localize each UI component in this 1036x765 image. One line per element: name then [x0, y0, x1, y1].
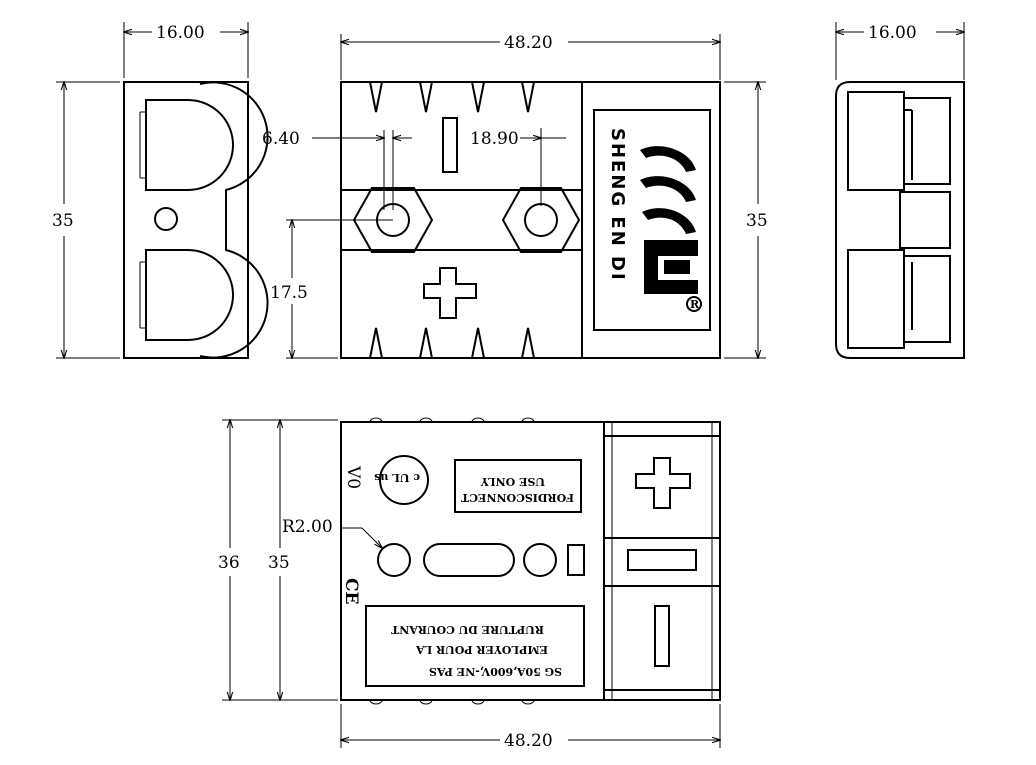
flame-rating-mark: V0	[343, 465, 363, 489]
dim-hex-spacing: 18.90	[470, 129, 519, 149]
dim-top-width: 48.20	[504, 33, 553, 53]
dim-hex-height: 17.5	[270, 283, 308, 303]
dim-bottom-width: 48.20	[504, 731, 553, 751]
rating-note-line-3: RUPTURE DU COURANT	[390, 623, 544, 636]
dimension-lines: 16.00 48.20 16.00 35 35 6.40	[52, 22, 964, 751]
rating-note-line-1: SG 50A,600V,-NE PAS	[429, 665, 562, 678]
dim-left-height: 35	[52, 211, 74, 231]
ul-cert-mark: c UL us	[374, 471, 420, 484]
dim-hex-offset: 6.40	[262, 129, 300, 149]
dim-bottom-outer-height: 36	[218, 553, 240, 573]
front-view: SHENG EN DI R	[340, 81, 721, 359]
dim-radius: R2.00	[282, 517, 333, 537]
dim-right-width: 16.00	[868, 23, 917, 43]
ce-mark: CE	[341, 578, 361, 605]
rating-note-line-2: EMPLOYER POUR LA	[415, 643, 548, 656]
dim-bottom-inner-height: 35	[268, 553, 290, 573]
usage-note-line-2: USE ONLY	[481, 475, 545, 488]
registered-mark: R	[690, 298, 700, 311]
right-side-view	[835, 81, 965, 359]
brand-logo: R	[640, 146, 702, 312]
bottom-view: FORDISCONNECT USE ONLY SG 50A,600V,-NE P…	[340, 417, 721, 705]
dim-left-width: 16.00	[156, 23, 205, 43]
left-side-view	[123, 81, 269, 359]
brand-name: SHENG EN DI	[607, 128, 628, 282]
usage-note-line-1: FORDISCONNECT	[460, 491, 574, 504]
dim-right-height: 35	[746, 211, 768, 231]
